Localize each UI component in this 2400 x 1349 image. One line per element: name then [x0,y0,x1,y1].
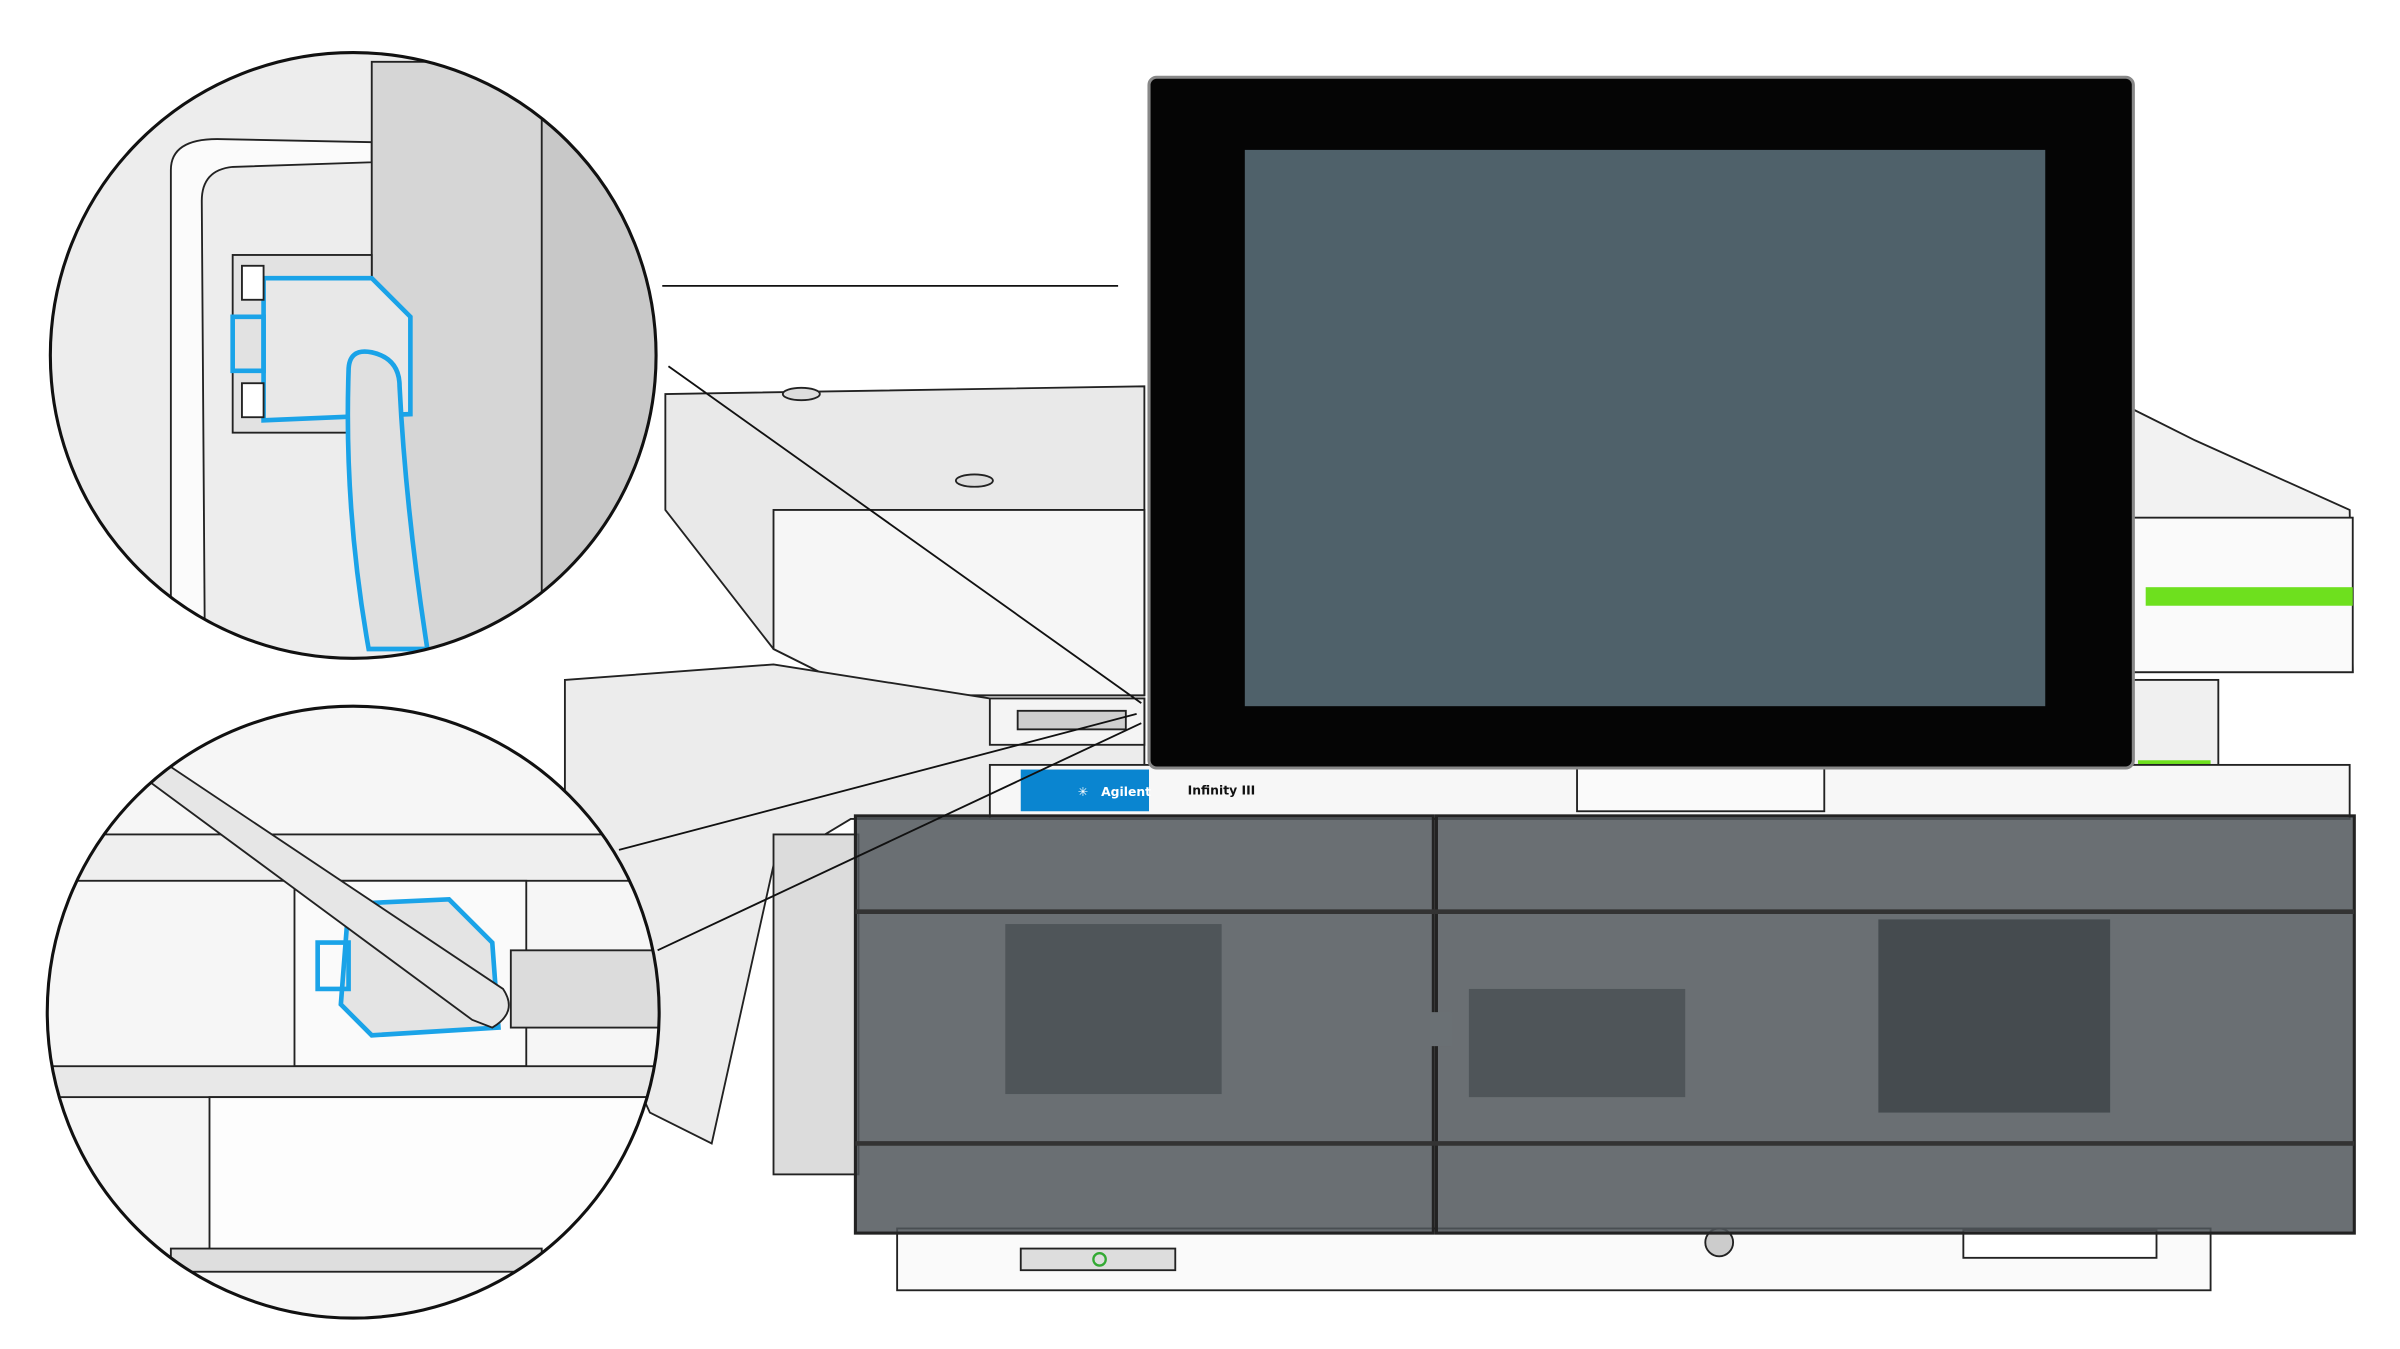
door-latch [1430,1012,1452,1047]
front-door[interactable] [853,814,2356,1235]
svg-text:✳: ✳ [1078,785,1088,799]
tablet-screen [1244,149,2046,707]
brand-label-strip: ✳ Agilent Infinity III [1020,769,1256,812]
brand-logo-text: Agilent [1101,785,1151,799]
status-indicator-top [2145,587,2353,606]
detail-circle-module-port [45,704,661,1320]
power-icon [1092,1252,1107,1267]
tablet-display [1147,75,2135,770]
detail-circle-tablet-port [48,50,658,660]
model-label: Infinity III [1188,783,1256,797]
power-button[interactable] [1019,1247,1177,1272]
callout-lines [618,284,1142,952]
